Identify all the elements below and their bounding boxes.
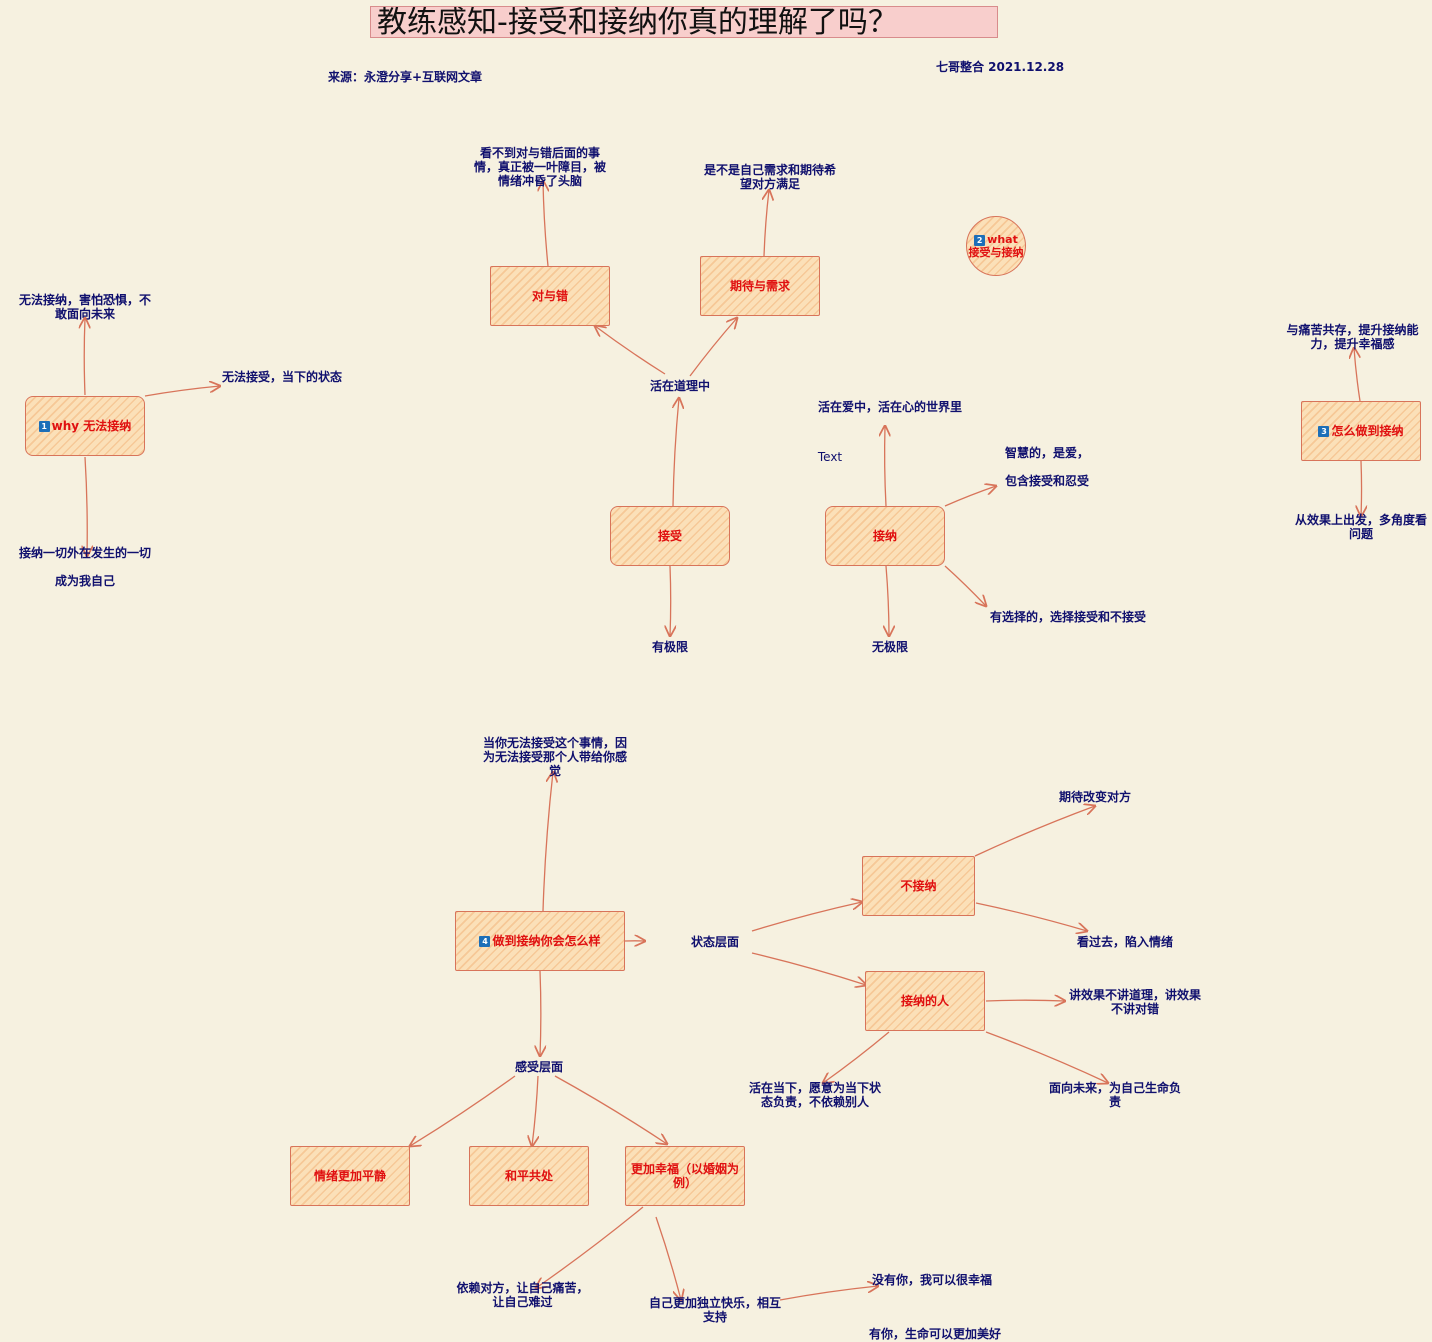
connector-embrace-person-to-now: [823, 1031, 890, 1083]
label-feel: 感受层面: [514, 1060, 563, 1074]
connector-not-embrace-to-past: [975, 902, 1087, 931]
connector-feel-to-calm: [410, 1075, 516, 1146]
connector-state-to-embrace-person: [751, 952, 866, 985]
node-accept[interactable]: 接受: [610, 506, 730, 566]
connector-why-to-present: [144, 386, 220, 397]
node-right-wrong[interactable]: 对与错: [490, 266, 610, 326]
label-without-you: 没有你，我可以很幸福: [871, 1273, 992, 1287]
label-choice: 有选择的，选择接受和不接受: [990, 610, 1147, 624]
label-future-resp: 面向未来，为自己生命负责: [1048, 1081, 1181, 1109]
node-expect[interactable]: 期待与需求: [700, 256, 820, 316]
connector-embrace-to-unlimited: [886, 565, 889, 636]
node-embrace[interactable]: 接纳: [825, 506, 945, 566]
connector-reason-to-expect: [689, 318, 737, 377]
label-love: 活在爱中，活在心的世界里: [817, 400, 962, 414]
node-what-en: what: [987, 233, 1018, 246]
connector-why-to-accept-all: [85, 456, 87, 556]
label-with-you: 有你，生命可以更加美好: [868, 1327, 1001, 1341]
label-tolerance: 包含接受和忍受: [1005, 474, 1090, 488]
label-reason: 活在道理中: [649, 379, 710, 393]
node-result-label: 做到接纳你会怎么样: [492, 934, 601, 948]
label-why-accept-all: 接纳一切外在发生的一切: [18, 546, 151, 560]
number-badge-icon: 2: [974, 234, 986, 246]
label-cannot: 当你无法接受这个事情，因为无法接受那个人带给你感觉: [482, 736, 627, 778]
connector-embrace-to-wisdom: [944, 486, 996, 507]
connector-result-to-cannot: [542, 772, 553, 912]
connector-embrace-person-to-future-resp: [985, 1031, 1108, 1083]
node-peace[interactable]: 和平共处: [469, 1146, 589, 1206]
label-limited: 有极限: [651, 640, 688, 654]
number-badge-icon: 3: [1318, 425, 1330, 437]
connector-why-to-future: [84, 318, 85, 396]
connector-feel-to-peace: [532, 1075, 538, 1146]
node-not-embrace[interactable]: 不接纳: [862, 856, 975, 916]
label-wisdom: 智慧的，是爱，: [1005, 446, 1090, 460]
connector-happy-to-independent: [655, 1216, 681, 1300]
connector-happy-to-depend: [536, 1206, 644, 1288]
label-right-wrong-note: 看不到对与错后面的事情，真正被一叶障目，被情绪冲昏了头脑: [473, 146, 606, 188]
node-calm[interactable]: 情绪更加平静: [290, 1146, 410, 1206]
label-independent: 自己更加独立快乐，相互支持: [648, 1296, 781, 1324]
connector-independent-to-without-you: [779, 1286, 878, 1301]
number-badge-icon: 1: [38, 420, 50, 432]
connector-right-wrong-to-note: [543, 181, 548, 267]
connector-reason-to-right-wrong: [595, 326, 666, 375]
label-effect-reason: 讲效果不讲道理，讲效果不讲对错: [1068, 988, 1201, 1016]
label-why-present: 无法接受，当下的状态: [222, 370, 343, 384]
connector-not-embrace-to-change-other: [974, 806, 1095, 857]
connector-state-to-not-embrace: [751, 902, 862, 932]
connector-accept-to-limited: [670, 565, 671, 636]
label-text: Text: [817, 450, 843, 464]
connector-expect-to-note: [764, 190, 769, 257]
connector-embrace-person-to-effect-reason: [985, 1000, 1065, 1001]
label-expect-note: 是不是自己需求和期待希望对方满足: [703, 163, 836, 191]
label-why-future: 无法接纳，害怕恐惧，不敢面向未来: [18, 293, 151, 321]
page-title: 教练感知-接受和接纳你真的理解了吗？: [370, 6, 998, 38]
label-why-self: 成为我自己: [54, 574, 115, 588]
author-label: 七哥整合 2021.12.28: [935, 60, 1065, 74]
connector-how-to-effect: [1361, 460, 1362, 516]
label-how-effect: 从效果上出发，多角度看问题: [1294, 513, 1427, 541]
label-now: 活在当下，愿意为当下状态负责，不依赖别人: [748, 1081, 881, 1109]
node-how-label: 怎么做到接纳: [1331, 424, 1404, 438]
label-state: 状态层面: [690, 935, 739, 949]
node-happy[interactable]: 更加幸福（以婚姻为例）: [625, 1146, 745, 1206]
connector-embrace-to-choice: [944, 565, 986, 606]
connector-how-to-pain: [1354, 348, 1361, 402]
node-embrace-person[interactable]: 接纳的人: [865, 971, 985, 1031]
source-label: 来源：永澄分享+互联网文章: [327, 70, 483, 84]
label-unlimited: 无极限: [871, 640, 908, 654]
number-badge-icon: 4: [479, 935, 491, 947]
connector-result-to-feel: [540, 970, 541, 1056]
connector-accept-to-reason: [673, 398, 679, 507]
node-what-label: 接受与接纳: [968, 246, 1024, 259]
node-why-label: why 无法接纳: [51, 419, 132, 433]
label-how-pain: 与痛苦共存，提升接纳能力，提升幸福感: [1286, 323, 1419, 351]
label-depend: 依赖对方，让自己痛苦，让自己难过: [456, 1281, 589, 1309]
connector-embrace-to-love: [885, 426, 886, 507]
label-past: 看过去，陷入情绪: [1076, 935, 1173, 949]
connector-feel-to-happy: [554, 1075, 667, 1144]
label-change-other: 期待改变对方: [1058, 790, 1131, 804]
